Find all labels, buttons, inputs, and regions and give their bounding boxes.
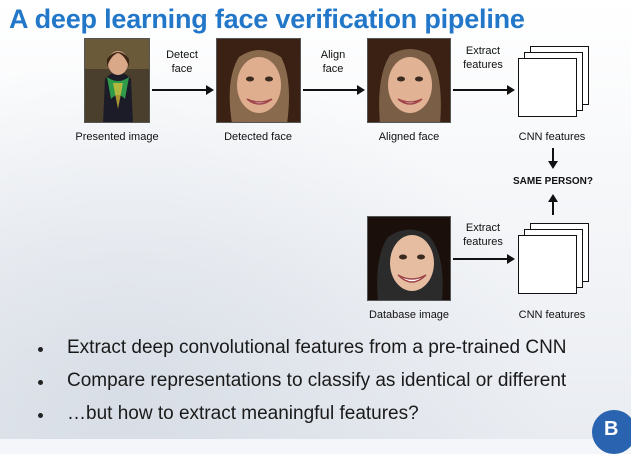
extract-features-top-line2: features bbox=[463, 59, 503, 71]
feature-map-card bbox=[518, 235, 577, 294]
detect-arrow bbox=[152, 85, 214, 95]
detected-face-image bbox=[216, 38, 301, 123]
extract-features-bottom-label: Extract features bbox=[452, 221, 514, 249]
detect-face-label-line2: face bbox=[171, 63, 193, 75]
database-image-caption: Database image bbox=[368, 309, 450, 321]
feature-map-card bbox=[518, 58, 577, 117]
bullet-list: Extract deep convolutional features from… bbox=[38, 336, 567, 435]
align-face-label-line2: face bbox=[322, 63, 344, 75]
extract-features-bottom-line2: features bbox=[463, 236, 503, 248]
presented-image bbox=[84, 38, 150, 123]
aligned-face-caption: Aligned face bbox=[378, 131, 440, 143]
detected-face-caption: Detected face bbox=[224, 131, 292, 143]
aligned-face-image bbox=[367, 38, 451, 123]
presented-image-caption: Presented image bbox=[75, 131, 159, 143]
database-image bbox=[367, 216, 451, 301]
same-person-label: SAME PERSON? bbox=[512, 176, 593, 187]
slide-title: A deep learning face verification pipeli… bbox=[9, 4, 525, 34]
extract-arrow-top bbox=[453, 85, 515, 95]
align-face-label-line1: Align bbox=[320, 49, 346, 61]
extract-features-top-label: Extract features bbox=[452, 44, 514, 72]
align-face-label: Align face bbox=[302, 48, 364, 76]
bullet-item: Extract deep convolutional features from… bbox=[38, 336, 567, 369]
bullet-dot-icon bbox=[38, 380, 43, 385]
bullet-text: …but how to extract meaningful features? bbox=[67, 403, 419, 424]
cnn-features-caption-top: CNN features bbox=[518, 131, 586, 143]
bullet-item: Compare representations to classify as i… bbox=[38, 369, 567, 402]
bullet-text: Extract deep convolutional features from… bbox=[67, 337, 567, 358]
bullet-dot-icon bbox=[38, 347, 43, 352]
align-arrow bbox=[303, 85, 365, 95]
bullet-dot-icon bbox=[38, 413, 43, 418]
extract-arrow-bottom bbox=[453, 254, 515, 264]
extract-features-top-line1: Extract bbox=[465, 45, 501, 57]
bullet-text: Compare representations to classify as i… bbox=[67, 370, 567, 391]
cnn-features-caption-bottom: CNN features bbox=[518, 309, 586, 321]
detect-face-label-line1: Detect bbox=[166, 49, 198, 61]
bullet-item: …but how to extract meaningful features? bbox=[38, 402, 567, 435]
up-arrow-to-comparison bbox=[548, 194, 558, 215]
down-arrow-to-comparison bbox=[548, 148, 558, 169]
logo-icon: B bbox=[592, 410, 631, 454]
detect-face-label: Detect face bbox=[151, 48, 213, 76]
extract-features-bottom-line1: Extract bbox=[465, 222, 501, 234]
